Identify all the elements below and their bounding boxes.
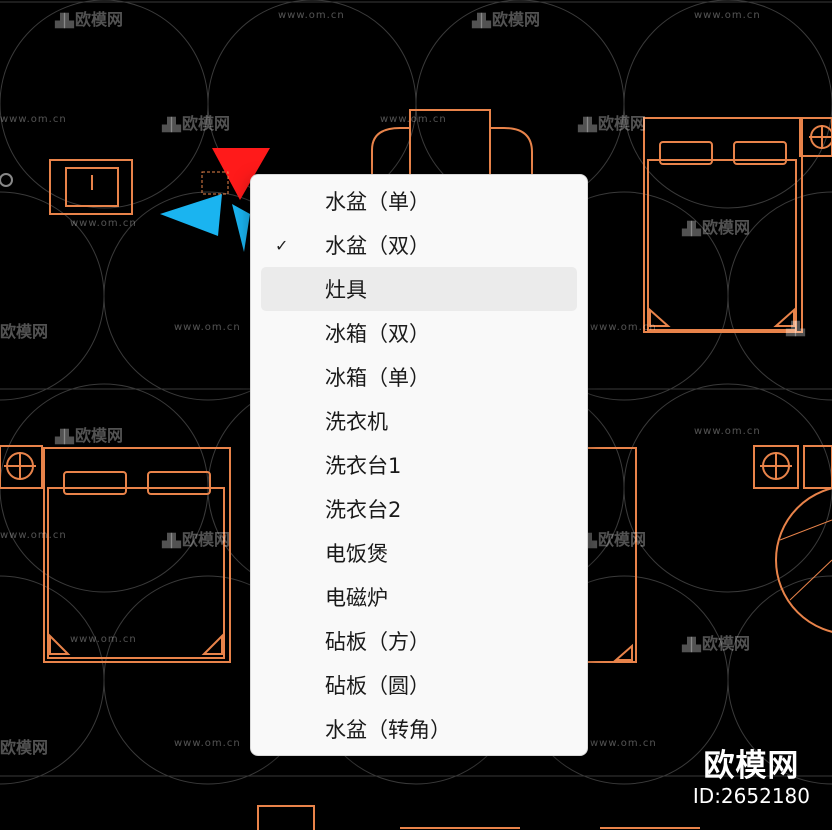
watermark-logo: ▟▙欧模网 — [682, 634, 751, 653]
menu-item[interactable]: 灶具 — [261, 267, 577, 311]
menu-item-label: 砧板（方） — [325, 630, 430, 654]
menu-item[interactable]: 水盆（转角） — [261, 707, 577, 751]
brand-id: ID:2652180 — [692, 784, 810, 808]
menu-item[interactable]: 电磁炉 — [261, 575, 577, 619]
menu-item-label: 洗衣台1 — [325, 454, 402, 478]
watermark-logo: ▟▙欧模网 — [472, 10, 541, 29]
menu-item[interactable]: 洗衣台1 — [261, 443, 577, 487]
menu-item[interactable]: 砧板（方） — [261, 619, 577, 663]
checkmark-icon: ✓ — [275, 235, 289, 255]
context-menu: 水盆（单） ✓ 水盆（双） 灶具冰箱（双） 冰箱（单） 洗衣机洗衣台1 洗衣台2 电饭煲电磁炉… — [250, 174, 588, 756]
brand-name: 欧模网 — [703, 748, 800, 784]
watermark-logo: 欧模网 — [0, 322, 49, 341]
watermark-logo: ▟▙欧模网 — [578, 530, 647, 549]
watermark-url: www.om.cn — [694, 426, 761, 437]
brand-watermark: 欧模网 ID:2652180 — [693, 748, 810, 808]
watermark-url: www.om.cn — [590, 738, 657, 749]
menu-item[interactable]: 砧板（圆） — [261, 663, 577, 707]
watermark-url: www.om.cn — [590, 322, 657, 333]
menu-item[interactable]: 洗衣机 — [261, 399, 577, 443]
menu-item-label: 水盆（转角） — [325, 718, 451, 742]
gizmo-arrows — [160, 148, 270, 252]
watermark-url: www.om.cn — [380, 114, 447, 125]
menu-item[interactable]: 冰箱（双） — [261, 311, 577, 355]
cad-furniture — [0, 109, 832, 830]
watermark-logo: ▟▙欧模网 — [682, 218, 751, 237]
watermark-logo: ▟▙欧模网 — [55, 10, 124, 29]
menu-item[interactable]: 洗衣台2 — [261, 487, 577, 531]
menu-item-label: 水盆（单） — [325, 190, 430, 214]
menu-item-label: 电磁炉 — [325, 586, 388, 610]
watermark-logo: ▟▙欧模网 — [162, 114, 231, 133]
menu-item[interactable]: ✓ 水盆（双） — [261, 223, 577, 267]
watermark-logo: ▟▙欧模网 — [55, 426, 124, 445]
watermark-url: www.om.cn — [70, 218, 137, 229]
menu-item-label: 砧板（圆） — [325, 674, 430, 698]
menu-item[interactable]: 水盆（单） — [261, 179, 577, 223]
menu-item-label: 灶具 — [325, 278, 367, 302]
menu-item-label: 洗衣机 — [325, 410, 388, 434]
watermark-url: www.om.cn — [174, 322, 241, 333]
menu-item-label: 水盆（双） — [325, 234, 430, 258]
watermark-logo: ▟▙ — [786, 322, 805, 337]
watermark-url: www.om.cn — [174, 738, 241, 749]
watermark-url: www.om.cn — [694, 10, 761, 21]
menu-item-label: 电饭煲 — [325, 542, 388, 566]
menu-item[interactable]: 冰箱（单） — [261, 355, 577, 399]
watermark-logo: ▟▙欧模网 — [162, 530, 231, 549]
menu-item[interactable]: 电饭煲 — [261, 531, 577, 575]
menu-item-label: 冰箱（单） — [325, 366, 430, 390]
watermark-logo: 欧模网 — [0, 738, 49, 757]
watermark-url: www.om.cn — [70, 634, 137, 645]
watermark-url: www.om.cn — [0, 530, 67, 541]
watermark-logo: ▟▙欧模网 — [578, 114, 647, 133]
menu-item-label: 洗衣台2 — [325, 498, 402, 522]
watermark-url: www.om.cn — [278, 10, 345, 21]
watermark-url: www.om.cn — [0, 114, 67, 125]
menu-item-label: 冰箱（双） — [325, 322, 430, 346]
